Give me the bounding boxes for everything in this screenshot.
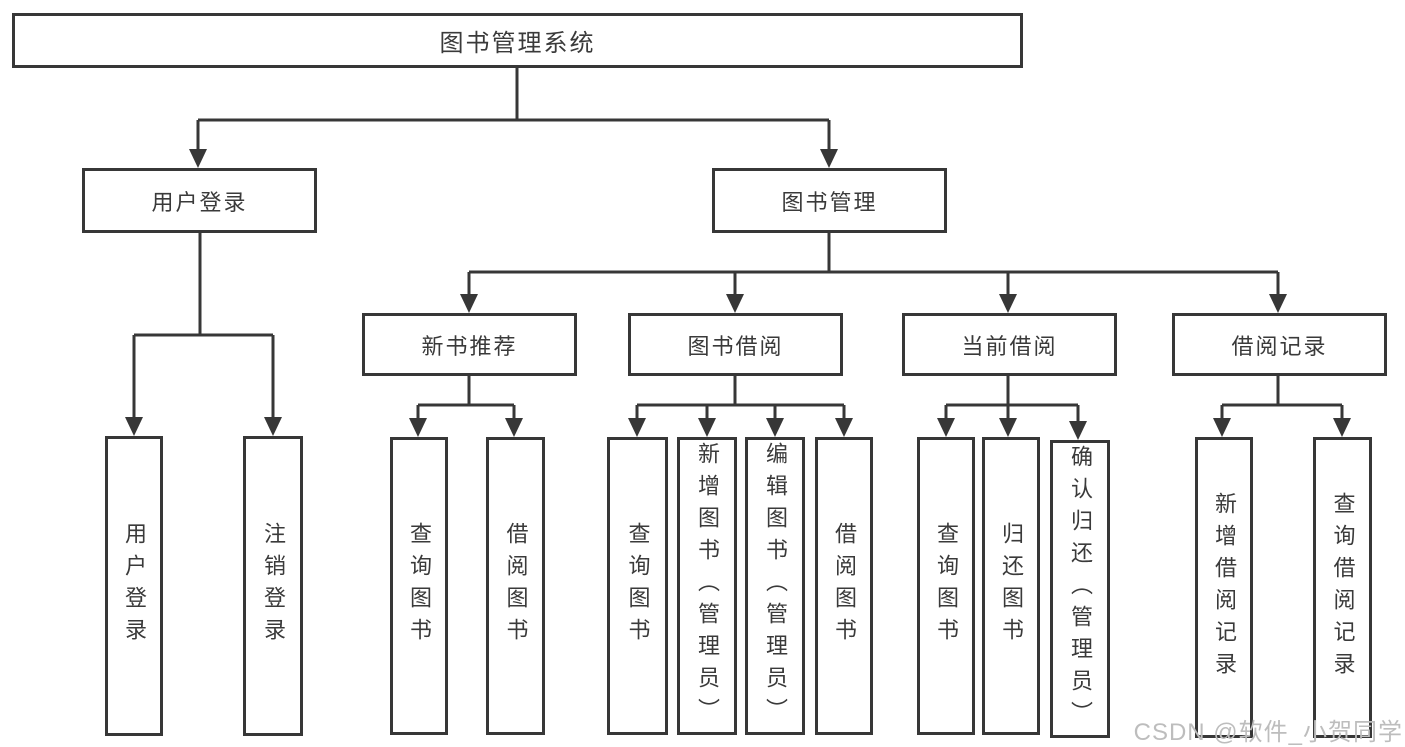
node-label: 借阅图书 [503, 522, 529, 650]
node-label: 查询图书 [934, 522, 959, 650]
node-current-borrowing: 当前借阅 [902, 313, 1117, 376]
node-label: 查询图书 [407, 522, 432, 650]
node-label: 图书管理 [781, 189, 878, 215]
arrowhead-icon [125, 417, 143, 436]
arrowhead-icon [999, 294, 1017, 313]
node-label: 确认归还（管理员） [1068, 445, 1093, 733]
node-label: 图书管理系统 [439, 30, 596, 57]
arrowhead-icon [698, 418, 716, 437]
arrowhead-icon [409, 418, 427, 437]
connector-borrow-records-to-leaves [1213, 374, 1351, 437]
node-library-management-system: 图书管理系统 [12, 13, 1023, 68]
arrowhead-icon [264, 417, 282, 436]
connector-new-book-to-leaves [409, 374, 523, 437]
node-label: 借阅记录 [1231, 333, 1328, 359]
arrowhead-icon [1333, 418, 1351, 437]
connector-book-mgmt-to-level3 [460, 231, 1287, 313]
arrowhead-icon [999, 418, 1017, 437]
arrowhead-icon [820, 149, 838, 168]
arrowhead-icon [628, 418, 646, 437]
node-label: 当前借阅 [961, 333, 1058, 359]
node-label: 新增图书（管理员） [695, 442, 720, 730]
connector-book-borrow-to-leaves [628, 374, 853, 437]
arrowhead-icon [189, 149, 207, 168]
node-book-management: 图书管理 [712, 168, 947, 233]
leaf-confirm-return-admin: 确认归还（管理员） [1050, 440, 1110, 738]
arrowhead-icon [460, 294, 478, 313]
arrowhead-icon [1213, 418, 1231, 437]
leaf-logout: 注销登录 [243, 436, 303, 736]
node-book-borrowing: 图书借阅 [628, 313, 843, 376]
leaf-user-login: 用户登录 [105, 436, 163, 736]
arrowhead-icon [1269, 294, 1287, 313]
leaf-borrow-books-recommend: 借阅图书 [486, 437, 545, 735]
arrowhead-icon [505, 418, 523, 437]
node-label: 编辑图书（管理员） [763, 442, 788, 730]
connector-root-to-level2 [189, 66, 838, 168]
leaf-edit-books-admin: 编辑图书（管理员） [745, 437, 805, 735]
node-label: 图书借阅 [687, 333, 784, 359]
node-label: 新增借阅记录 [1212, 491, 1237, 684]
leaf-add-books-admin: 新增图书（管理员） [677, 437, 737, 735]
node-label: 查询借阅记录 [1330, 491, 1356, 684]
csdn-watermark: CSDN @软件_小贺同学 [1133, 719, 1403, 746]
node-label: 注销登录 [261, 522, 286, 650]
arrowhead-icon [835, 418, 853, 437]
leaf-borrow-books: 借阅图书 [815, 437, 873, 735]
arrowhead-icon [766, 418, 784, 437]
connector-current-borrow-to-leaves [937, 374, 1087, 440]
leaf-query-books-current: 查询图书 [917, 437, 975, 735]
node-label: 借阅图书 [832, 522, 857, 650]
leaf-return-books: 归还图书 [982, 437, 1040, 735]
connector-user-login-to-leaves [125, 231, 282, 436]
node-borrowing-records: 借阅记录 [1172, 313, 1387, 376]
leaf-query-books-recommend: 查询图书 [390, 437, 448, 735]
node-label: 查询图书 [625, 522, 651, 650]
leaf-query-borrow-record: 查询借阅记录 [1313, 437, 1372, 738]
node-label: 新书推荐 [421, 333, 518, 359]
node-new-book-recommend: 新书推荐 [362, 313, 577, 376]
node-label: 用户登录 [151, 189, 248, 215]
arrowhead-icon [1069, 421, 1087, 440]
leaf-add-borrow-record: 新增借阅记录 [1195, 437, 1253, 738]
node-user-login: 用户登录 [82, 168, 317, 233]
arrowhead-icon [726, 294, 744, 313]
node-label: 归还图书 [999, 522, 1024, 650]
arrowhead-icon [937, 418, 955, 437]
leaf-query-books-borrowing: 查询图书 [607, 437, 668, 735]
node-label: 用户登录 [122, 522, 147, 650]
